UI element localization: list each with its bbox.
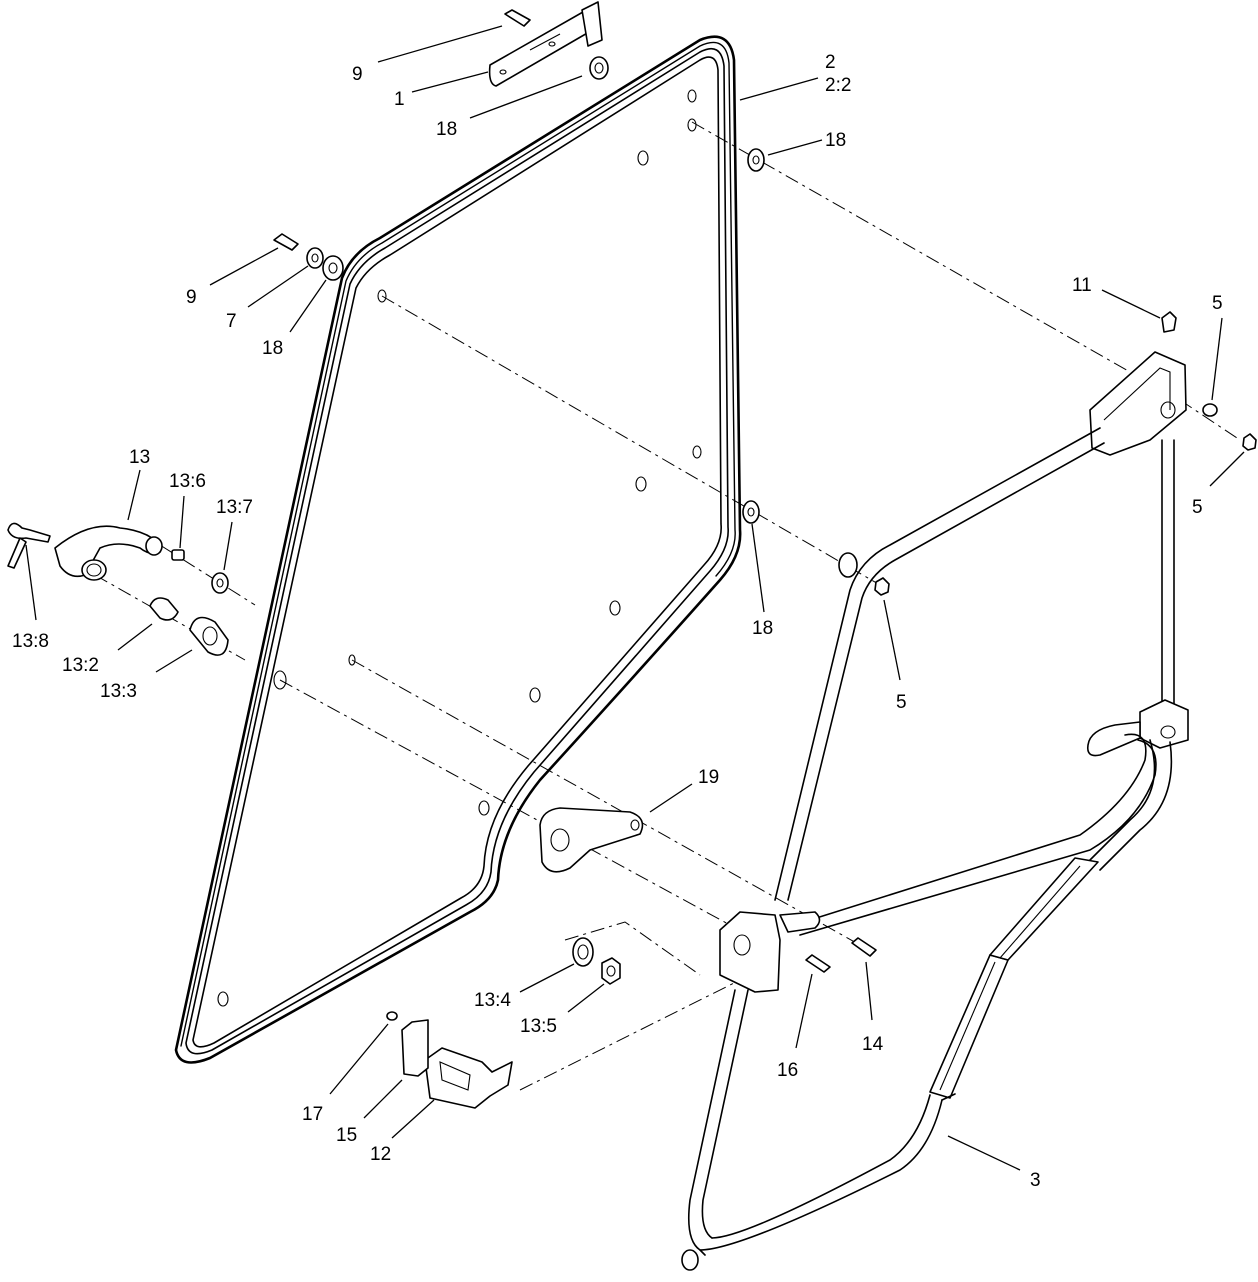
mounting-plate bbox=[539, 807, 644, 873]
callout-14: 14 bbox=[862, 1034, 884, 1055]
callout-5-upper: 5 bbox=[1212, 293, 1223, 314]
nut-and-washer bbox=[572, 937, 621, 985]
callout-16: 16 bbox=[777, 1060, 798, 1081]
callout-13-3: 13:3 bbox=[100, 681, 137, 702]
callout-12: 12 bbox=[370, 1144, 391, 1165]
callout-7: 7 bbox=[226, 311, 237, 332]
callout-5-mid: 5 bbox=[896, 692, 907, 713]
callout-18-right: 18 bbox=[825, 130, 846, 151]
door-frame bbox=[681, 351, 1189, 1271]
callout-leaders bbox=[25, 25, 1245, 1171]
callout-13-4: 13:4 bbox=[474, 990, 511, 1011]
door-handle-assembly bbox=[7, 522, 229, 656]
callout-18-top: 18 bbox=[436, 119, 457, 140]
callout-2: 2 bbox=[825, 52, 836, 73]
spacer-upper-right bbox=[747, 148, 765, 172]
bolts-14-16 bbox=[805, 937, 877, 973]
callout-19: 19 bbox=[698, 767, 719, 788]
top-hinge-assembly bbox=[488, 1, 609, 87]
callout-11: 11 bbox=[1072, 275, 1092, 296]
callout-9-left: 9 bbox=[186, 287, 197, 308]
callout-18-left: 18 bbox=[262, 338, 283, 359]
callout-1: 1 bbox=[394, 89, 405, 110]
callout-15: 15 bbox=[336, 1125, 357, 1146]
callout-5-right: 5 bbox=[1192, 497, 1203, 518]
door-glass-panel bbox=[174, 35, 742, 1064]
callout-3: 3 bbox=[1030, 1170, 1041, 1191]
callout-2-2: 2:2 bbox=[825, 75, 851, 96]
callout-13-6: 13:6 bbox=[169, 471, 206, 492]
bolt-washer-spacer-upper bbox=[273, 233, 344, 281]
callout-13-5: 13:5 bbox=[520, 1016, 557, 1037]
callout-labels: 9 1 18 2 2:2 18 9 7 18 11 5 5 13 13:6 13… bbox=[12, 52, 1223, 1191]
latch-assembly bbox=[386, 1011, 513, 1109]
hinge-pin-and-nuts bbox=[874, 311, 1257, 596]
callout-17: 17 bbox=[302, 1104, 323, 1125]
callout-9-top: 9 bbox=[352, 64, 363, 85]
callout-18-mid: 18 bbox=[752, 618, 773, 639]
callout-13-2: 13:2 bbox=[62, 655, 99, 676]
spacer-mid-right bbox=[742, 500, 760, 524]
callout-13-7: 13:7 bbox=[216, 497, 253, 518]
callout-13-8: 13:8 bbox=[12, 631, 49, 652]
callout-13: 13 bbox=[129, 447, 150, 468]
